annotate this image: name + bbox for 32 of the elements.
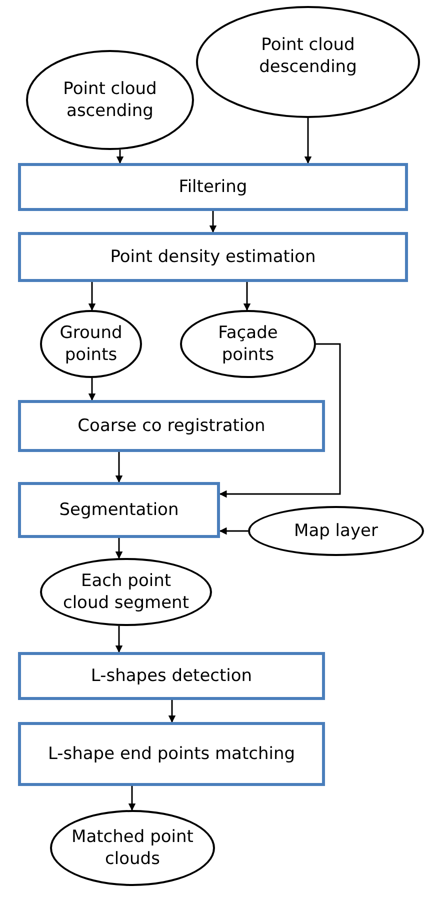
arrow <box>128 786 136 811</box>
node-label: Ground points <box>58 322 124 366</box>
arrow <box>209 211 217 233</box>
node-label: Each point cloud segment <box>62 570 190 614</box>
arrow <box>88 378 96 401</box>
node-label: Map layer <box>294 520 378 542</box>
process-box <box>18 232 408 282</box>
process-box <box>18 482 220 538</box>
arrow <box>115 538 123 559</box>
node-label: Filtering <box>178 176 248 198</box>
node-label: Coarse co registration <box>78 414 266 438</box>
arrow <box>168 700 176 723</box>
process-box <box>18 652 325 700</box>
arrow <box>116 150 124 164</box>
arrow <box>243 282 251 311</box>
arrow <box>304 118 312 164</box>
arrow <box>219 527 248 535</box>
node-label: Point cloud ascending <box>62 78 158 122</box>
node-label: Matched point clouds <box>70 826 194 870</box>
process-box <box>18 722 325 786</box>
arrow <box>219 343 341 498</box>
node-label: L-shape end points matching <box>48 742 296 766</box>
node-label: L-shapes detection <box>90 664 252 688</box>
arrow <box>115 626 123 653</box>
node-label: Segmentation <box>59 498 179 522</box>
node-label: Point density estimation <box>110 246 316 268</box>
process-box <box>18 163 408 211</box>
node-label: Façade points <box>217 322 279 366</box>
node-label: Point cloud descending <box>258 34 358 78</box>
process-box <box>18 400 325 452</box>
arrow <box>88 282 96 311</box>
arrow <box>115 452 123 483</box>
